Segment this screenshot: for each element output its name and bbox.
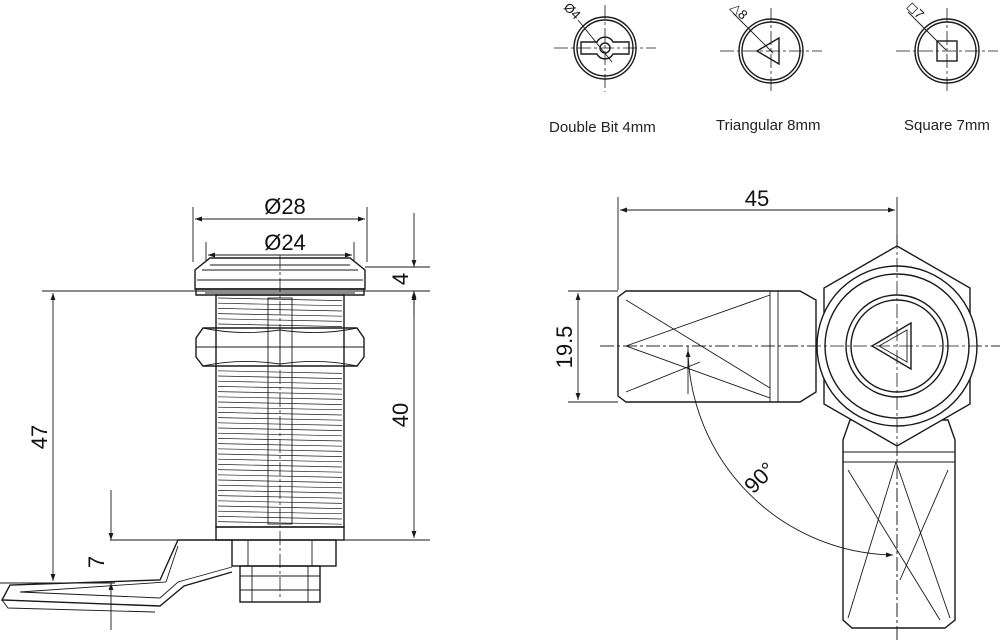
- dim-rotation: 90°: [739, 457, 780, 498]
- thread-lines: [217, 297, 343, 525]
- thread-line: [217, 380, 343, 385]
- thread-line: [217, 297, 343, 301]
- thread-line: [217, 318, 343, 322]
- thread-line: [217, 308, 343, 312]
- dim-inner-diameter: Ø24: [264, 230, 306, 255]
- thread-line: [217, 469, 343, 473]
- thread-line: [217, 438, 343, 442]
- thread-line: [217, 323, 343, 327]
- thread-line: [217, 401, 343, 405]
- thread-line: [217, 375, 343, 379]
- dim-outer-diameter: Ø28: [264, 194, 306, 219]
- thread-line: [217, 443, 343, 447]
- thread-line: [217, 521, 343, 525]
- thread-line: [217, 500, 343, 504]
- thread-line: [217, 412, 343, 416]
- thread-line: [217, 432, 343, 437]
- key-type-label-triangular: Triangular 8mm: [716, 117, 821, 134]
- thread-line: [217, 396, 343, 400]
- key-type-label-square: Square 7mm: [904, 117, 990, 134]
- thread-line: [217, 453, 343, 457]
- thread-line: [217, 516, 343, 520]
- key-icon-double-bit-symbol: Ø4: [561, 0, 584, 22]
- thread-line: [217, 490, 343, 494]
- thread-line: [217, 484, 343, 489]
- thread-line: [217, 313, 343, 317]
- thread-line: [217, 510, 343, 515]
- thread-line: [217, 448, 343, 452]
- side-view: Ø28 Ø24 4 40 47 7: [0, 194, 430, 630]
- thread-line: [217, 370, 343, 374]
- thread-line: [217, 495, 343, 499]
- keyway-strip: [267, 297, 293, 525]
- thread-line: [217, 427, 343, 431]
- thread-line: [217, 391, 343, 395]
- key-icon-double-bit: Ø4: [554, 0, 656, 92]
- thread-line: [217, 386, 343, 390]
- thread-line: [217, 464, 343, 468]
- key-icon-square: ◻7: [896, 0, 998, 94]
- dim-flange: 4: [388, 273, 413, 285]
- thread-line: [217, 422, 343, 426]
- dim-cam: 7: [84, 556, 109, 568]
- thread-line: [217, 417, 343, 421]
- key-type-label-double-bit: Double Bit 4mm: [549, 119, 656, 136]
- thread-line: [217, 406, 343, 411]
- front-view: 45 19.5 90°: [552, 186, 1000, 641]
- key-icon-triangular-symbol: △8: [728, 0, 751, 22]
- key-icon-triangular: △8: [720, 0, 822, 94]
- key-icon-square-symbol: ◻7: [904, 0, 927, 22]
- dim-body: 40: [388, 403, 413, 427]
- thread-line: [217, 479, 343, 483]
- thread-line: [217, 302, 343, 307]
- thread-line: [217, 505, 343, 509]
- dim-total: 47: [27, 425, 52, 449]
- thread-line: [217, 458, 343, 463]
- thread-line: [217, 474, 343, 478]
- dim-cam-width: 19.5: [552, 326, 577, 369]
- dim-cam-length: 45: [745, 186, 769, 211]
